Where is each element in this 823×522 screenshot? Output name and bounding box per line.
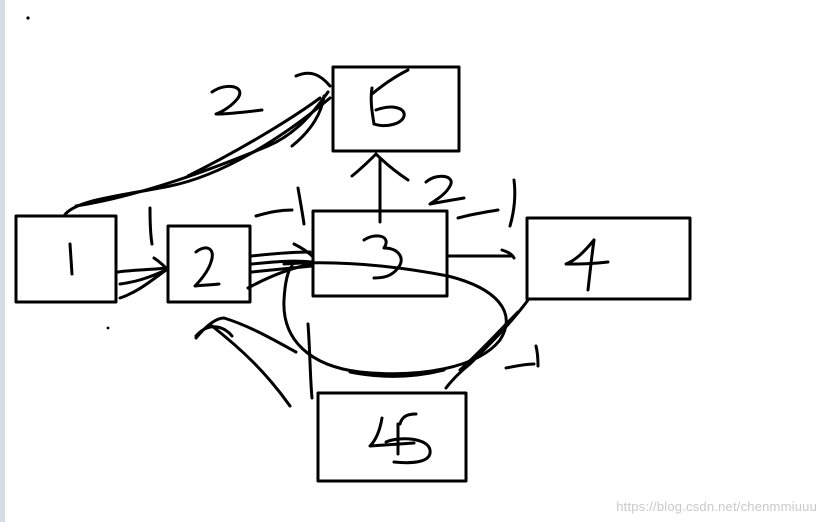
node-6-label — [369, 68, 410, 128]
edge-4-5 — [444, 298, 530, 390]
edge-3-6 — [350, 152, 410, 224]
edge-1-2 — [116, 256, 168, 300]
node-2-label — [193, 246, 221, 288]
node-6-box — [331, 65, 461, 153]
node-1-box — [14, 214, 118, 304]
node-4-box — [525, 216, 692, 301]
edge-3-5 — [282, 261, 508, 378]
weight-2-3 — [254, 186, 306, 226]
node-5-box — [316, 391, 468, 483]
edge-3-4 — [446, 248, 516, 260]
watermark-text: https://blog.csdn.net/chenmmiuuu — [616, 499, 817, 514]
edge-2-3 — [246, 242, 314, 290]
weight-4-5 — [504, 344, 540, 370]
weight-3-6 — [424, 174, 466, 206]
node-4-label — [564, 238, 610, 292]
stray-dot — [26, 16, 30, 20]
node-5-label — [368, 412, 432, 465]
window-edge — [0, 0, 5, 522]
stray-dot — [106, 326, 110, 330]
weight-2-5 — [194, 325, 234, 338]
weight-3-4 — [456, 178, 517, 228]
edge-1-6 — [62, 71, 332, 218]
node-2-box — [166, 224, 252, 304]
node-3-box — [311, 209, 449, 298]
edge-2-5 — [194, 316, 314, 408]
weight-1-2 — [148, 206, 154, 246]
node-3-label — [362, 234, 403, 280]
node-1-label — [68, 242, 74, 276]
weight-1-6 — [210, 84, 264, 116]
